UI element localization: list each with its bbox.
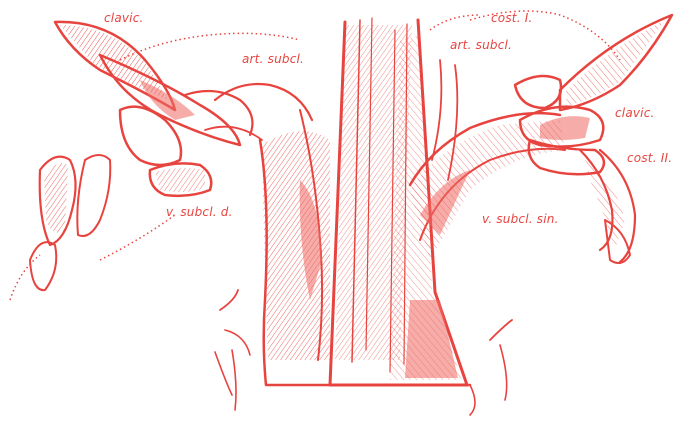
label-art-subcl-left: art. subcl. (450, 39, 512, 51)
label-cost-1: cost. I. (491, 12, 532, 24)
label-clavic-right: clavic. (104, 12, 144, 24)
label-clavic-left: clavic. (615, 107, 655, 119)
label-v-subcl-sin: v. subcl. sin. (482, 213, 559, 225)
left-brachiocephalic-vein (410, 60, 565, 260)
right-brachiocephalic-vein (205, 84, 330, 385)
label-art-subcl-right: art. subcl. (242, 53, 304, 65)
label-v-subcl-d: v. subcl. d. (166, 206, 233, 218)
label-cost-2: cost. II. (627, 152, 672, 164)
